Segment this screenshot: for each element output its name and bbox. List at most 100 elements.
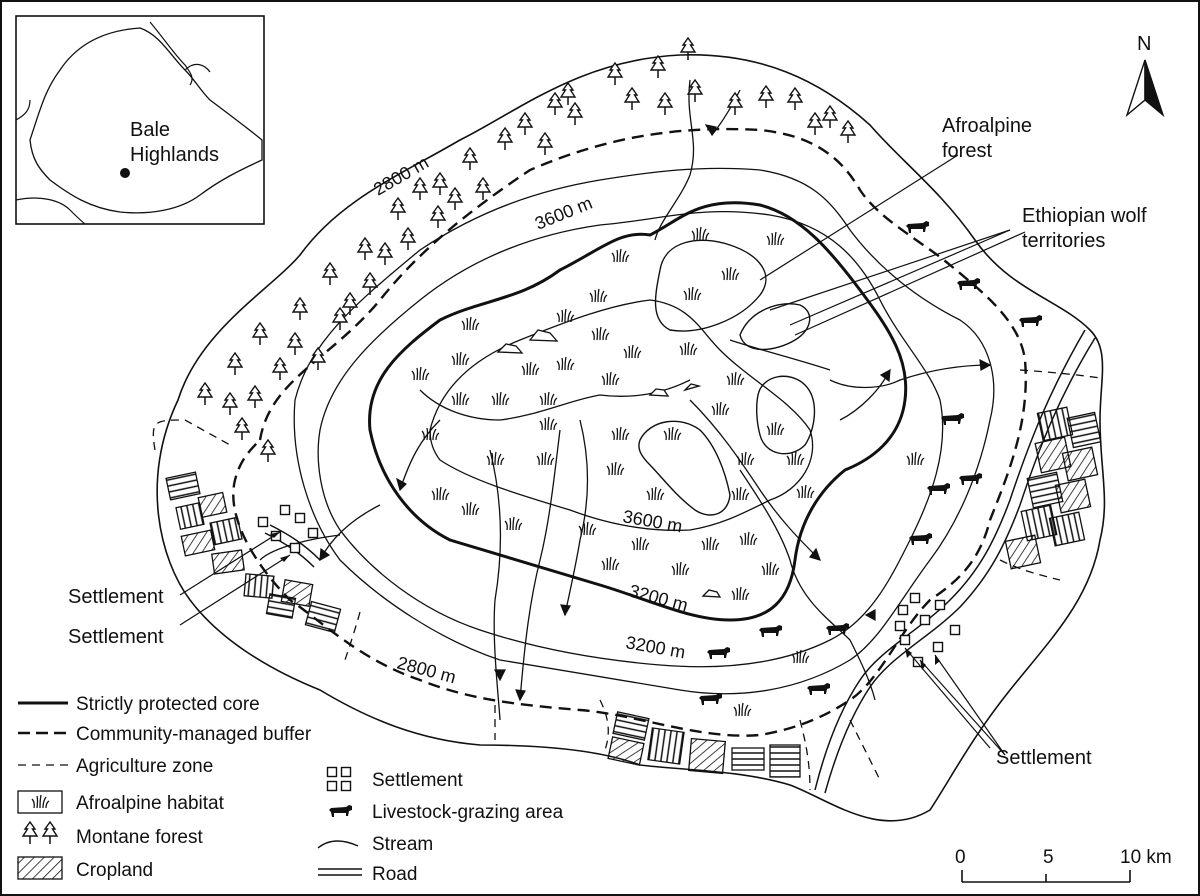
scale-tick-5: 5 [1043, 847, 1054, 868]
scale-tick-0: 0 [955, 847, 966, 868]
grass-tuft-icon [791, 649, 810, 664]
settlement-square-icon [949, 624, 961, 636]
grass-tuft-icon [491, 391, 510, 406]
rock-icon [682, 383, 702, 392]
wolf-territory-1 [739, 303, 811, 351]
tree-icon [758, 85, 774, 109]
legend-stream: Stream [372, 834, 433, 855]
annotation-afroalpine-forest-2: forest [942, 140, 992, 162]
grass-tuft-icon [739, 531, 758, 546]
annotation-wolf-2: territories [1022, 230, 1105, 252]
tree-icon [447, 187, 463, 211]
grass-tuft-icon [663, 426, 682, 441]
grass-tuft-icon [733, 702, 752, 717]
legend-cropland: Cropland [76, 860, 153, 881]
cow-icon [927, 483, 950, 495]
tree-icon [247, 385, 263, 409]
tree-icon [222, 392, 238, 416]
inset-country-outline [29, 27, 263, 214]
grass-tuft-icon [623, 344, 642, 359]
livestock-grazing [699, 221, 1042, 705]
montane-forest [197, 37, 856, 463]
tree-icon [567, 102, 583, 126]
annotation-settlement-left-1: Settlement [68, 586, 164, 608]
grass-tuft-icon [451, 351, 470, 366]
grass-tuft-icon [611, 426, 630, 441]
rock-icon [496, 343, 524, 354]
grass-tuft-icon [539, 416, 558, 431]
agriculture-zone-boundary [152, 369, 1101, 791]
legend-afroalpine: Afroalpine habitat [76, 793, 225, 814]
tree-icon [272, 357, 288, 381]
tree-icon [624, 87, 640, 111]
tree-icon [400, 227, 416, 251]
tree-icon [807, 112, 823, 136]
tree-icon [657, 92, 673, 116]
grass-tuft-icon [431, 486, 450, 501]
rock-icon [701, 589, 722, 598]
grass-tuft-icon [556, 308, 575, 323]
rock-icon [648, 388, 670, 397]
legend-livestock: Livestock-grazing area [372, 802, 564, 823]
strictly-protected-core [368, 201, 908, 622]
grass-tuft-icon [766, 421, 785, 436]
settlement-square-icon [257, 516, 269, 528]
inset-label-highlands: Highlands [130, 144, 219, 166]
grass-tuft-icon [591, 326, 610, 341]
grass-tuft-icon [731, 486, 750, 501]
grass-tuft-icon [556, 356, 575, 371]
scale-bar: 0 5 10 km [955, 847, 1172, 883]
community-buffer-boundary [232, 127, 1027, 737]
tree-icon [377, 242, 393, 266]
wolf-territory-2 [755, 375, 816, 455]
grass-tuft-icon [731, 586, 750, 601]
grass-tuft-icon [611, 248, 630, 263]
grass-tuft-icon [721, 266, 740, 281]
inset-map: Bale Highlands [15, 15, 265, 225]
settlement-square-icon [909, 592, 921, 604]
tree-icon [234, 417, 250, 441]
grass-tuft-icon [601, 556, 620, 571]
tree-icon [497, 127, 513, 151]
annotation-settlement-left-2: Settlement [68, 626, 164, 648]
grass-tuft-icon [671, 561, 690, 576]
stream-arrows [319, 124, 992, 702]
tree-icon [287, 332, 303, 356]
grass-tuft-icon [796, 484, 815, 499]
tree-icon [475, 177, 491, 201]
tree-icon [432, 172, 448, 196]
tree-icon [462, 147, 478, 171]
grass-tuft-icon [761, 561, 780, 576]
tree-icon [430, 205, 446, 229]
contour-label-2800-bottom: 2800 m [395, 653, 458, 688]
cow-icon [329, 805, 352, 817]
cow-icon [707, 647, 730, 659]
grass-tuft-icon [461, 316, 480, 331]
north-label: N [1137, 33, 1151, 55]
settlement-square-icon [340, 766, 352, 778]
contour-3200-outer [317, 211, 944, 668]
grass-tuft-icon [736, 451, 755, 466]
grass-tuft-icon [421, 426, 440, 441]
tree-icon [840, 120, 856, 144]
tree-icon [42, 821, 58, 845]
cow-icon [941, 413, 964, 425]
grass-tuft-icon [646, 486, 665, 501]
contour-3600-outer [293, 167, 995, 695]
tree-icon [252, 322, 268, 346]
cow-icon [807, 683, 830, 695]
contour-label-3200-inner: 3200 m [627, 581, 690, 616]
leader-lines [179, 154, 1026, 756]
tree-icon [227, 352, 243, 376]
legend-settlement: Settlement [372, 770, 464, 791]
tree-icon [342, 292, 358, 316]
inset-label-bale: Bale [130, 119, 170, 141]
tree-icon [560, 82, 576, 106]
grass-tuft-icon [539, 391, 558, 406]
grass-tuft-icon [691, 226, 710, 241]
tree-icon [650, 55, 666, 79]
grass-tuft-icon [711, 401, 730, 416]
afroalpine-forest-patch [654, 239, 767, 332]
settlement-square-icon [894, 620, 906, 632]
